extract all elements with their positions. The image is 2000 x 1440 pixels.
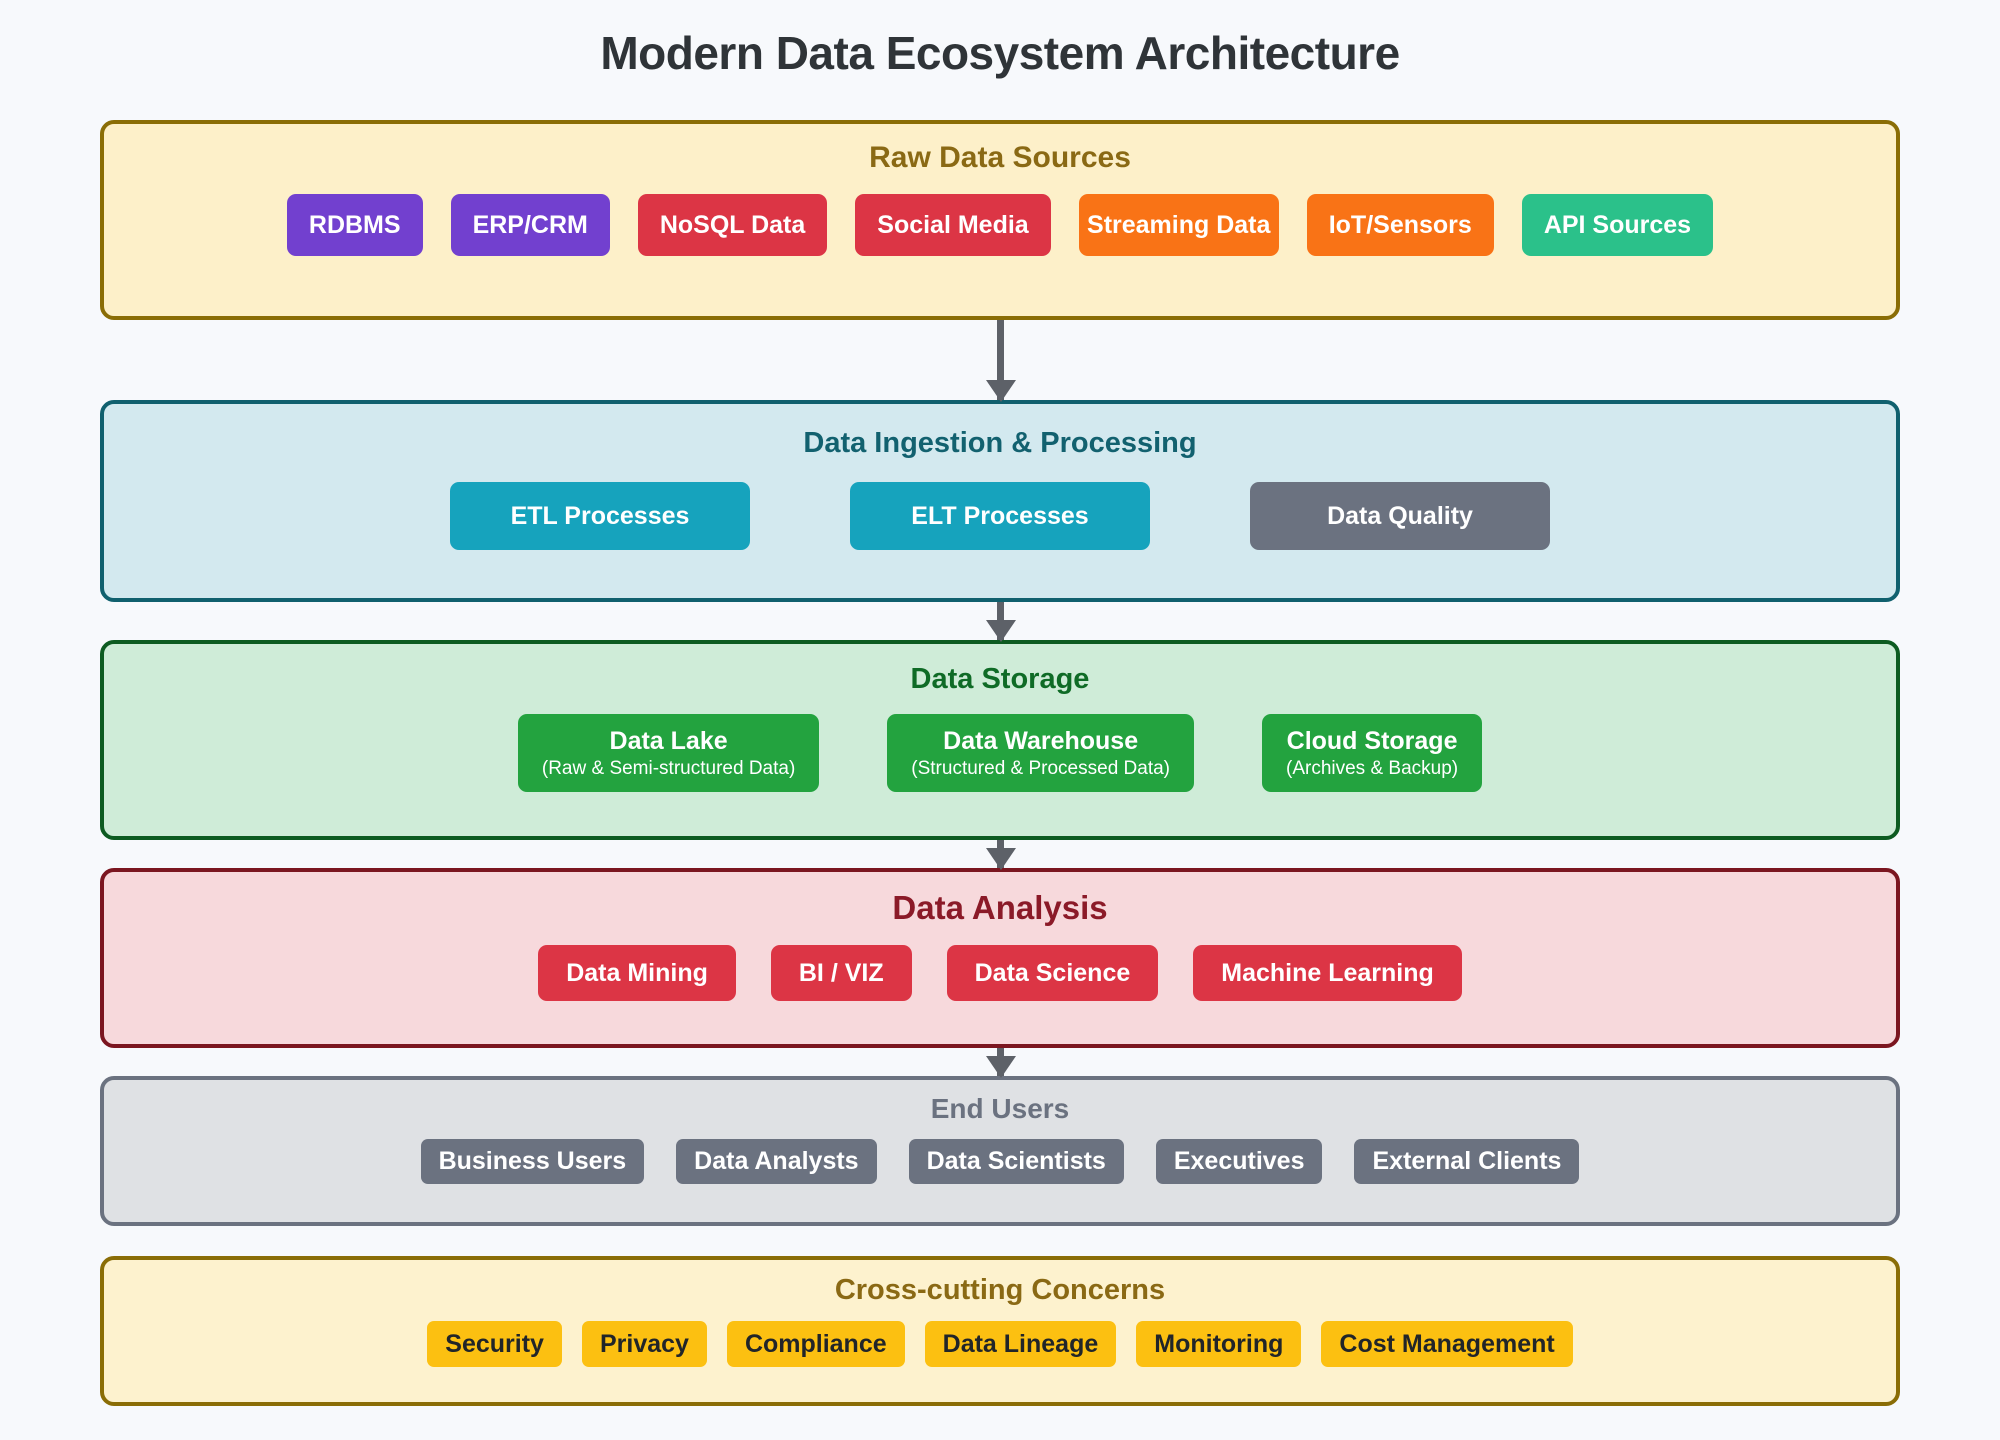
chip-external-clients[interactable]: External Clients [1354, 1139, 1580, 1184]
stage-end-users: End Users Business Users Data Analysts Dat… [100, 1076, 1900, 1226]
chip-cost-management[interactable]: Cost Management [1321, 1321, 1573, 1367]
stage-cross-cutting-concerns: Cross-cutting Concerns Security Privacy Co… [100, 1256, 1900, 1406]
chip-data-lake[interactable]: Data Lake(Raw & Semi-structured Data) [517, 714, 820, 792]
chip-label: RDBMS [308, 210, 401, 239]
chip-label: Compliance [744, 1329, 887, 1358]
chip-label: ELT Processes [911, 501, 1089, 530]
chip-label: Streaming Data [1087, 210, 1271, 239]
chip-row-raw-data-sources: RDBMS ERP/CRM NoSQL Data Social Media Stream… [104, 194, 1896, 256]
chip-row-cross-cutting-concerns: Security Privacy Compliance Data Lineage Mon… [104, 1321, 1896, 1367]
chip-data-warehouse[interactable]: Data Warehouse(Structured & Processed Da… [887, 714, 1194, 792]
chip-label: External Clients [1372, 1147, 1562, 1175]
chip-label: Data Warehouse [943, 726, 1139, 755]
stage-header-raw-data-sources: Raw Data Sources [869, 141, 1131, 174]
chip-api-sources[interactable]: API Sources [1521, 194, 1714, 256]
stage-header-data-ingestion: Data Ingestion & Processing [803, 427, 1197, 459]
chip-executives[interactable]: Executives [1155, 1139, 1323, 1184]
chip-privacy[interactable]: Privacy [581, 1321, 707, 1367]
chip-label: Monitoring [1154, 1329, 1284, 1358]
chip-monitoring[interactable]: Monitoring [1136, 1321, 1302, 1367]
flow-arrow-sources-to-ingestion [997, 320, 1004, 400]
chip-row-data-ingestion: ETL Processes ELT Processes Data Quality [104, 482, 1896, 550]
chip-label: IoT/Sensors [1328, 210, 1472, 239]
stage-data-analysis: Data Analysis Data Mining BI / VIZ Data Sc… [100, 868, 1900, 1048]
chip-label: BI / VIZ [798, 958, 884, 987]
chip-security[interactable]: Security [427, 1321, 562, 1367]
chip-streaming-data[interactable]: Streaming Data [1078, 194, 1279, 256]
chip-cloud-storage[interactable]: Cloud Storage(Archives & Backup) [1262, 714, 1483, 792]
chip-label: API Sources [1543, 210, 1692, 239]
chip-sublabel: (Structured & Processed Data) [911, 757, 1170, 779]
chip-label: Executives [1173, 1147, 1305, 1175]
chip-label: ETL Processes [510, 501, 690, 530]
chip-data-mining[interactable]: Data Mining [538, 945, 736, 1001]
chip-elt-processes[interactable]: ELT Processes [850, 482, 1150, 550]
chip-label: Data Scientists [926, 1147, 1106, 1175]
chip-sublabel: (Raw & Semi-structured Data) [541, 757, 796, 779]
chip-machine-learning[interactable]: Machine Learning [1193, 945, 1462, 1001]
stage-data-ingestion: Data Ingestion & Processing ETL Processe… [100, 400, 1900, 602]
chip-label: Data Mining [566, 958, 708, 987]
stage-header-data-storage: Data Storage [910, 663, 1090, 695]
chip-bi-viz[interactable]: BI / VIZ [770, 945, 912, 1001]
chip-label: Business Users [438, 1147, 627, 1175]
chip-row-data-analysis: Data Mining BI / VIZ Data Science Machine L… [104, 945, 1896, 1001]
chip-business-users[interactable]: Business Users [420, 1139, 645, 1184]
chip-data-analysts[interactable]: Data Analysts [676, 1139, 877, 1184]
chip-data-quality[interactable]: Data Quality [1250, 482, 1550, 550]
chip-label: Data Analysts [694, 1147, 859, 1175]
chip-row-data-storage: Data Lake(Raw & Semi-structured Data)Dat… [104, 714, 1896, 792]
chip-label: Data Lineage [942, 1329, 1099, 1358]
chip-label: Privacy [599, 1329, 689, 1358]
chip-label: Cost Management [1339, 1329, 1555, 1358]
chip-label: Cloud Storage [1286, 726, 1458, 755]
chip-data-scientists[interactable]: Data Scientists [908, 1139, 1124, 1184]
chip-label: ERP/CRM [472, 210, 588, 239]
stage-header-data-analysis: Data Analysis [892, 889, 1108, 926]
chip-row-end-users: Business Users Data Analysts Data Scientis… [104, 1139, 1896, 1184]
chip-etl-processes[interactable]: ETL Processes [450, 482, 750, 550]
chip-label: Data Quality [1327, 501, 1473, 530]
chip-label: Machine Learning [1221, 958, 1434, 987]
stage-raw-data-sources: Raw Data Sources RDBMS ERP/CRM NoSQL Data S… [100, 120, 1900, 320]
flow-arrow-ingestion-to-storage [997, 602, 1004, 640]
chip-label: Data Lake [609, 726, 728, 755]
chip-label: NoSQL Data [659, 210, 806, 239]
chip-label: Social Media [877, 210, 1029, 239]
chip-erp-crm[interactable]: ERP/CRM [450, 194, 610, 256]
stage-header-end-users: End Users [930, 1093, 1070, 1124]
chip-data-science[interactable]: Data Science [946, 945, 1159, 1001]
flow-arrow-storage-to-analysis [997, 840, 1004, 868]
chip-compliance[interactable]: Compliance [726, 1321, 905, 1367]
flow-arrow-analysis-to-endusers [997, 1048, 1004, 1076]
chip-sublabel: (Archives & Backup) [1286, 757, 1459, 779]
chip-data-lineage[interactable]: Data Lineage [924, 1321, 1117, 1367]
stage-header-cross-cutting-concerns: Cross-cutting Concerns [834, 1274, 1166, 1306]
chip-label: Data Science [974, 958, 1131, 987]
chip-social-media[interactable]: Social Media [855, 194, 1051, 256]
chip-rdbms[interactable]: RDBMS [286, 194, 423, 256]
page-title: Modern Data Ecosystem Architecture [600, 27, 1400, 79]
chip-label: Security [445, 1329, 544, 1358]
stage-data-storage: Data Storage Data Lake(Raw & Semi-struct… [100, 640, 1900, 840]
chip-nosql-data[interactable]: NoSQL Data [637, 194, 828, 256]
chip-iot-sensors[interactable]: IoT/Sensors [1306, 194, 1494, 256]
